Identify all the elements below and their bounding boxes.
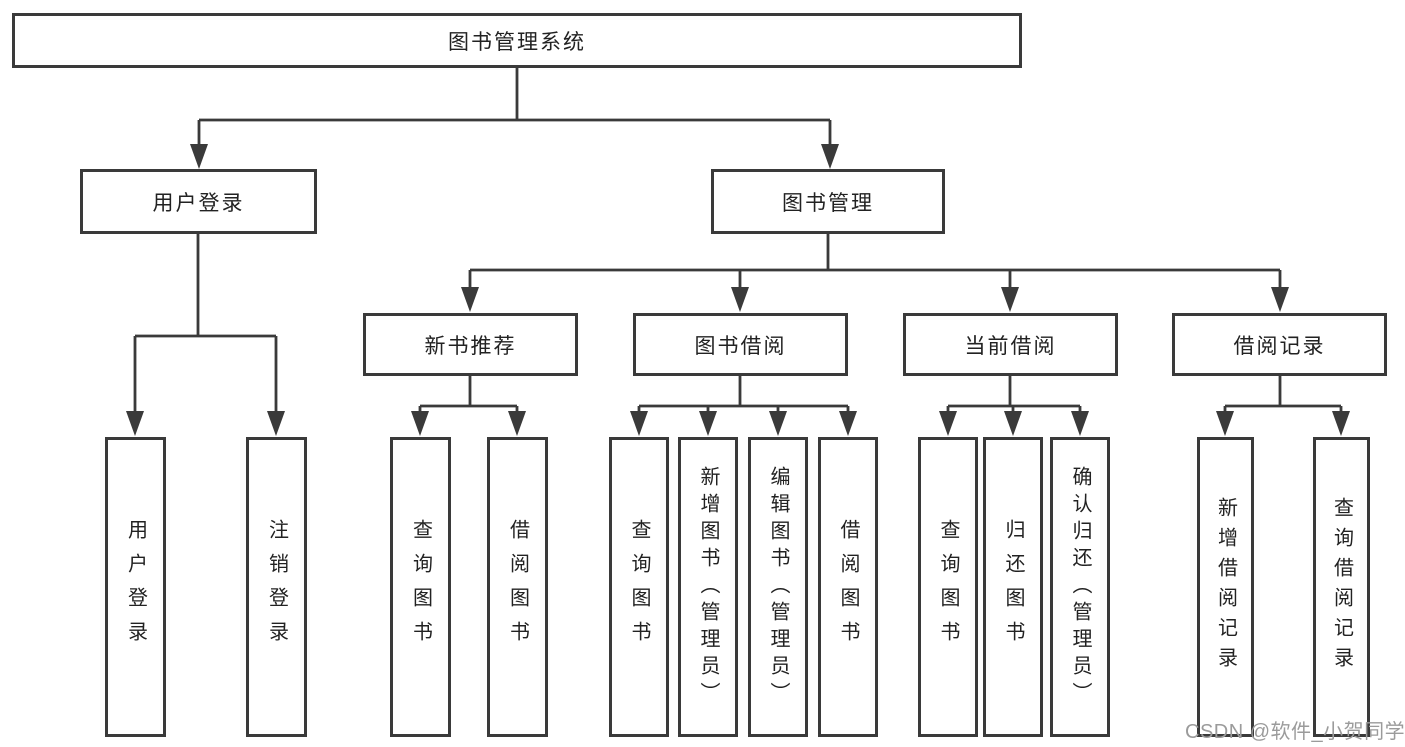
node-new-book-recommend: 新书推荐	[363, 313, 578, 376]
node-borrow-records: 借阅记录	[1172, 313, 1387, 376]
node-user-login-label: 用户登录	[152, 191, 245, 215]
leaf-query-borrow-record-label: 查询借阅记录	[1330, 497, 1353, 677]
node-current-borrow-label: 当前借阅	[964, 334, 1057, 358]
leaf-borrow-book: 借阅图书	[818, 437, 878, 737]
node-book-management-label: 图书管理	[782, 191, 874, 215]
leaf-return-book-label: 归还图书	[1002, 519, 1024, 655]
leaf-user-login-label: 用户登录	[124, 519, 147, 655]
leaf-return-book: 归还图书	[983, 437, 1043, 737]
node-book-borrow: 图书借阅	[633, 313, 848, 376]
node-new-book-recommend-label: 新书推荐	[424, 334, 517, 358]
leaf-edit-book-admin-label: 编辑图书（管理员）	[767, 465, 789, 709]
leaf-query-book-borrow: 查询图书	[609, 437, 669, 737]
leaf-query-book-borrow-label: 查询图书	[628, 519, 650, 655]
node-book-management: 图书管理	[711, 169, 945, 234]
node-root-label: 图书管理系统	[448, 30, 586, 54]
leaf-user-login: 用户登录	[105, 437, 166, 737]
leaf-query-borrow-record: 查询借阅记录	[1313, 437, 1370, 737]
leaf-confirm-return-admin-label: 确认归还（管理员）	[1069, 465, 1091, 709]
watermark: CSDN @软件_小贺同学	[1185, 721, 1405, 743]
leaf-add-book-admin-label: 新增图书（管理员）	[697, 465, 719, 709]
leaf-add-book-admin: 新增图书（管理员）	[678, 437, 738, 737]
leaf-borrow-book-recommend-label: 借阅图书	[506, 519, 529, 655]
leaf-confirm-return-admin: 确认归还（管理员）	[1050, 437, 1110, 737]
leaf-edit-book-admin: 编辑图书（管理员）	[748, 437, 808, 737]
leaf-add-borrow-record-label: 新增借阅记录	[1214, 497, 1237, 677]
leaf-query-book-current: 查询图书	[918, 437, 978, 737]
leaf-query-book-current-label: 查询图书	[937, 519, 959, 655]
leaf-add-borrow-record: 新增借阅记录	[1197, 437, 1254, 737]
leaf-query-book-recommend-label: 查询图书	[409, 519, 432, 655]
node-borrow-records-label: 借阅记录	[1233, 334, 1326, 358]
node-user-login: 用户登录	[80, 169, 317, 234]
leaf-logout-login: 注销登录	[246, 437, 307, 737]
leaf-logout-login-label: 注销登录	[265, 519, 288, 655]
leaf-borrow-book-label: 借阅图书	[837, 519, 859, 655]
node-book-borrow-label: 图书借阅	[694, 334, 787, 358]
node-root: 图书管理系统	[12, 13, 1022, 68]
leaf-query-book-recommend: 查询图书	[390, 437, 451, 737]
leaf-borrow-book-recommend: 借阅图书	[487, 437, 548, 737]
node-current-borrow: 当前借阅	[903, 313, 1118, 376]
